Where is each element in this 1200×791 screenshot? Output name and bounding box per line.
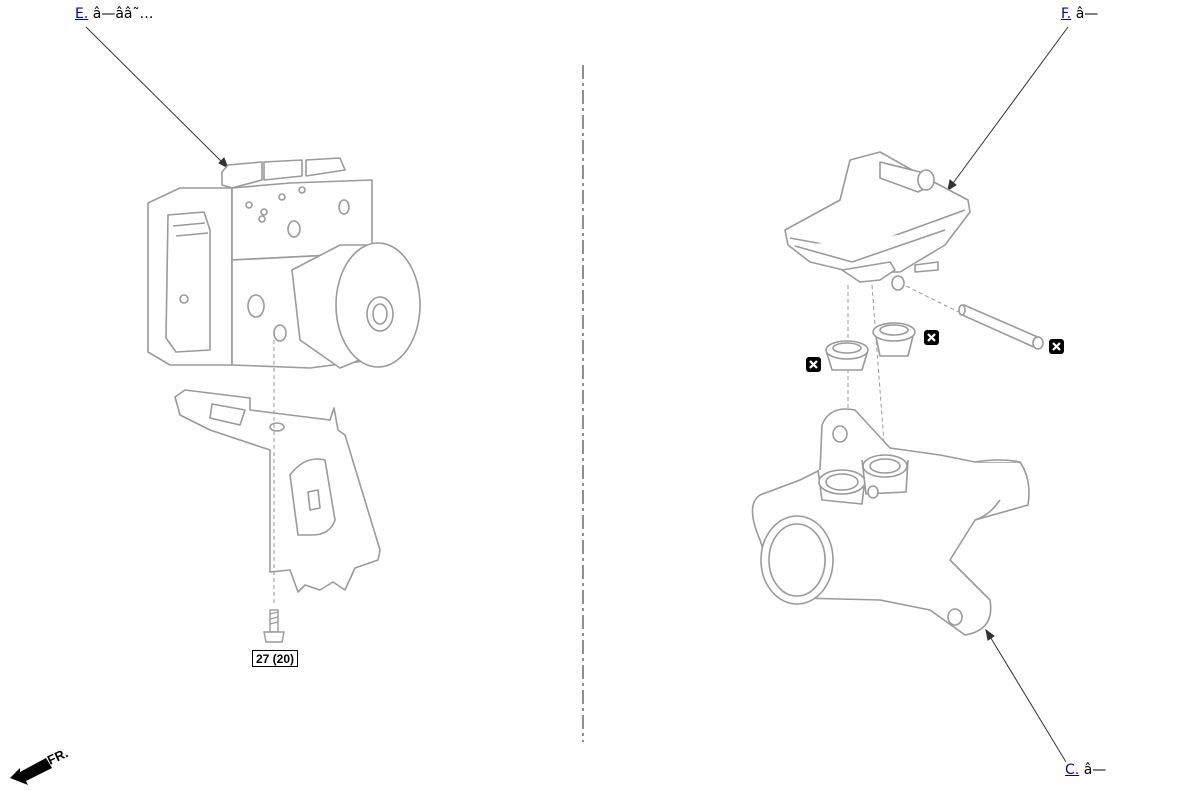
callout-reservoir-link[interactable]: F. [1061,6,1072,22]
callout-reservoir-text: â— [1075,6,1099,22]
callout-abs-unit: E. â—ââ˜… [75,6,154,22]
no-reuse-icon [806,357,821,372]
callout-master-cylinder-text: â— [1083,762,1107,778]
callout-abs-unit-link[interactable]: E. [75,6,89,22]
callout-abs-unit-text: â—ââ˜… [92,6,154,22]
front-arrow-icon [10,758,52,785]
torque-spec-label: 27 (20) [252,650,298,667]
front-label: FR. [45,745,70,767]
master-cylinder [751,408,1030,636]
abs-bracket [174,389,381,593]
leader-lines [85,26,1069,763]
no-reuse-icon [924,330,939,345]
grommets [825,322,916,371]
brake-fluid-reservoir [784,151,971,291]
callout-master-cylinder: C. â— [1065,762,1106,778]
retaining-pin [958,303,1044,350]
no-reuse-icon [1049,339,1064,354]
bolt-icon [263,609,285,643]
callout-master-cylinder-link[interactable]: C. [1065,762,1080,778]
callout-reservoir: F. â— [1061,6,1098,22]
abs-modulator-unit [147,157,421,369]
